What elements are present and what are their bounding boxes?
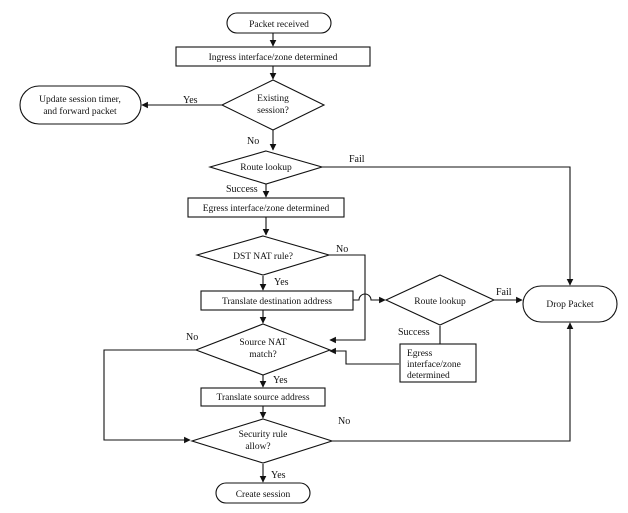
node-egress-2-label-1: Egress	[407, 349, 433, 359]
node-source-nat-label-1: Source NAT	[239, 338, 286, 348]
label-existing-yes: Yes	[183, 95, 198, 106]
node-egress-2-label-2: interface/zone	[407, 359, 461, 370]
label-security-yes: Yes	[271, 470, 286, 481]
label-srcnat-no: No	[186, 332, 198, 343]
label-dst-yes: Yes	[274, 277, 289, 288]
edge-route1-fail-to-drop	[322, 166, 574, 286]
node-drop-packet: Drop Packet	[522, 285, 618, 323]
label-srcnat-yes: Yes	[273, 375, 288, 386]
node-create-session-label: Create session	[236, 490, 291, 500]
node-drop-packet-label: Drop Packet	[546, 300, 594, 310]
node-security-rule-label-2: allow?	[245, 442, 270, 452]
node-route-lookup-2: Route lookup	[384, 274, 496, 326]
edge-egress2-to-source-nat	[329, 347, 399, 365]
node-route-lookup-1: Route lookup	[208, 150, 324, 185]
edge-labels: Yes No Fail Success No Yes Fail Success …	[183, 95, 512, 481]
label-security-no: No	[338, 416, 350, 427]
connectors	[103, 33, 574, 483]
node-security-rule: Security rule allow?	[190, 418, 334, 464]
node-source-nat: Source NAT match?	[194, 323, 332, 376]
node-existing-session-label-2: session?	[257, 106, 289, 116]
node-create-session: Create session	[215, 482, 311, 504]
node-translate-dst-label: Translate destination address	[222, 297, 332, 307]
node-ingress-label: Ingress interface/zone determined	[209, 52, 338, 63]
node-route-lookup-2-label: Route lookup	[414, 297, 466, 307]
label-dst-no: No	[336, 244, 348, 255]
node-source-nat-label-2: match?	[249, 350, 276, 360]
edge-dst-no-to-source-nat	[329, 254, 366, 344]
node-packet-received: Packet received	[226, 12, 332, 34]
edge-source-nat-no-to-security	[103, 349, 196, 444]
label-route1-success: Success	[226, 184, 258, 195]
node-translate-dst: Translate destination address	[200, 290, 354, 311]
node-existing-session-label-1: Existing	[257, 94, 289, 104]
node-existing-session: Existing session?	[220, 79, 326, 131]
label-route2-success: Success	[398, 327, 430, 338]
node-security-rule-label-1: Security rule	[239, 430, 288, 440]
label-route2-fail: Fail	[496, 287, 512, 298]
node-translate-src-label: Translate source address	[216, 393, 309, 403]
label-route1-fail: Fail	[349, 154, 365, 165]
node-egress-1-label: Egress interface/zone determined	[203, 203, 330, 214]
edge-security-no-to-drop	[332, 322, 574, 442]
edge-translate-dst-to-route2	[353, 293, 386, 304]
node-packet-received-label: Packet received	[249, 20, 309, 30]
label-existing-no: No	[247, 136, 259, 147]
node-dst-nat-label: DST NAT rule?	[233, 252, 293, 262]
node-egress-2: Egress interface/zone determined	[399, 343, 477, 383]
node-dst-nat: DST NAT rule?	[195, 235, 331, 276]
node-update-session-label-1: Update session timer,	[39, 95, 121, 105]
node-translate-src: Translate source address	[200, 387, 326, 407]
node-egress-1: Egress interface/zone determined	[187, 197, 345, 218]
node-egress-2-label-3: determined	[407, 371, 450, 381]
node-update-session-label-2: and forward packet	[43, 106, 117, 117]
node-route-lookup-1-label: Route lookup	[240, 163, 292, 173]
node-ingress: Ingress interface/zone determined	[175, 46, 371, 67]
node-update-session: Update session timer, and forward packet	[19, 85, 142, 125]
